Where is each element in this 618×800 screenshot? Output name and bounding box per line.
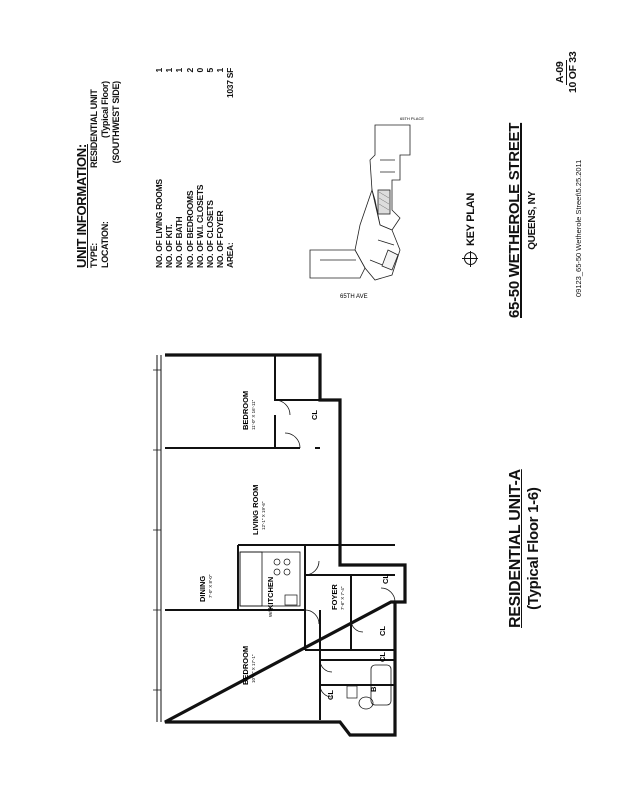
unit-count-label: NO. OF FOYER (215, 210, 226, 268)
building-address: 65-50 WETHEROLE STREET (506, 122, 523, 318)
room-labels: BEDROOM 11'-0" X 16'-11" LIVING ROOM 12'… (198, 391, 390, 700)
unit-count-row: NO. OF LIVING ROOMS 1 (154, 68, 164, 268)
closet-label-4: CL (378, 652, 387, 662)
unit-info-heading: UNIT INFORMATION: (74, 144, 89, 268)
unit-count-row: NO. OF CLOSETS 5 (205, 68, 215, 268)
key-plan-hatch (378, 191, 390, 211)
closet-label-3: CL (378, 626, 387, 636)
unit-count-value: 0 (194, 68, 205, 73)
area-row: AREA: 1037 SF (225, 68, 235, 268)
unit-count-row: NO. OF FOYER 1 (215, 68, 225, 268)
dining-dim: 7'-0" X 8'-0" (208, 574, 213, 598)
closet-label-2: CL (381, 574, 390, 584)
living-label: LIVING ROOM (251, 485, 260, 535)
type-value: RESIDENTIAL UNIT (89, 89, 99, 168)
north-arrow-icon (462, 251, 478, 267)
bath-label: B (369, 686, 378, 692)
building-city: QUEENS, NY (527, 191, 538, 250)
sheet-number: A-09 (554, 59, 567, 86)
unit-count-row: NO. OF KIT. 1 (164, 68, 174, 268)
unit-count-value: 1 (215, 68, 226, 73)
key-plan-diagram: 65TH AVE 65TH PLACE (309, 116, 424, 300)
plan-title-line1: RESIDENTIAL UNIT-A (507, 469, 524, 628)
location-value-1: (Typical Floor) (100, 81, 110, 138)
wd-label: W/D (268, 608, 273, 617)
closet-label-1: CL (310, 410, 319, 420)
bedroom1-label: BEDROOM (241, 391, 250, 430)
dining-label: DINING (198, 576, 207, 602)
unit-count-label: NO. OF BEDROOMS (184, 190, 195, 268)
type-row: TYPE: RESIDENTIAL UNIT (89, 81, 100, 268)
key-plan-label: KEY PLAN (464, 192, 477, 246)
unit-count-label: NO. OF CLOSETS (205, 200, 216, 268)
unit-count-label: NO. OF BATH (174, 216, 185, 268)
plan-title-block: RESIDENTIAL UNIT-A (Typical Floor 1-6) (507, 469, 542, 628)
bedroom1-dim: 11'-0" X 16'-11" (251, 399, 256, 430)
unit-count-row: NO. OF BATH 1 (174, 68, 184, 268)
living-dim: 12'-1" X 19'-6" (261, 501, 266, 530)
unit-count-row: NO. OF BEDROOMS 2 (185, 68, 195, 268)
unit-info-block: UNIT INFORMATION: TYPE: RESIDENTIAL UNIT… (74, 81, 122, 268)
interior-walls (165, 355, 395, 720)
address-block: 65-50 WETHEROLE STREET QUEENS, NY (506, 123, 538, 318)
type-label: TYPE: (89, 242, 99, 268)
bedroom2-dim: 10'-8" X 17'-1" (251, 654, 256, 683)
foyer-dim: 7'-6" X 7'-4" (340, 586, 345, 610)
unit-count-value: 1 (174, 68, 185, 73)
unit-count-label: NO. OF LIVING ROOMS (154, 179, 164, 268)
key-plan-caption: KEY PLAN (462, 192, 478, 267)
area-value: 1037 SF (225, 68, 236, 99)
location-row: LOCATION: (Typical Floor) (SOUTHWEST SID… (100, 81, 122, 268)
kitchen-label: KITCHEN (266, 577, 275, 610)
foyer-label: FOYER (330, 584, 339, 610)
unit-count-value: 5 (205, 68, 216, 73)
file-info: 09123_65-50 Wetherole Street\5.25.2011 (574, 160, 583, 297)
location-label: LOCATION: (100, 221, 110, 268)
unit-count-value: 1 (154, 68, 164, 73)
file-name: 09123_65-50 Wetherole Street\5.25.2011 (574, 159, 583, 297)
key-street-bottom: 65TH AVE (340, 294, 368, 300)
unit-count-row: NO. OF W.I. CLOSETS 0 (195, 68, 205, 268)
unit-count-label: NO. OF KIT. (164, 224, 175, 268)
sheet-page: 10 OF 33 (567, 51, 579, 93)
floor-plan: BEDROOM 11'-0" X 16'-11" LIVING ROOM 12'… (153, 353, 407, 737)
location-value-2: (SOUTHWEST SIDE) (111, 81, 121, 164)
unit-count-label: NO. OF W.I. CLOSETS (194, 184, 205, 268)
sheet-number-block: A-09 10 OF 33 (554, 52, 579, 93)
unit-count-value: 2 (184, 68, 195, 73)
key-street-top: 65TH PLACE (400, 116, 424, 121)
unit-count-value: 1 (164, 68, 175, 73)
plan-title-line2: (Typical Floor 1-6) (525, 487, 542, 610)
closet-label-5: CL (326, 690, 335, 700)
bedroom2-label: BEDROOM (241, 646, 250, 685)
area-label: AREA: (225, 242, 236, 268)
